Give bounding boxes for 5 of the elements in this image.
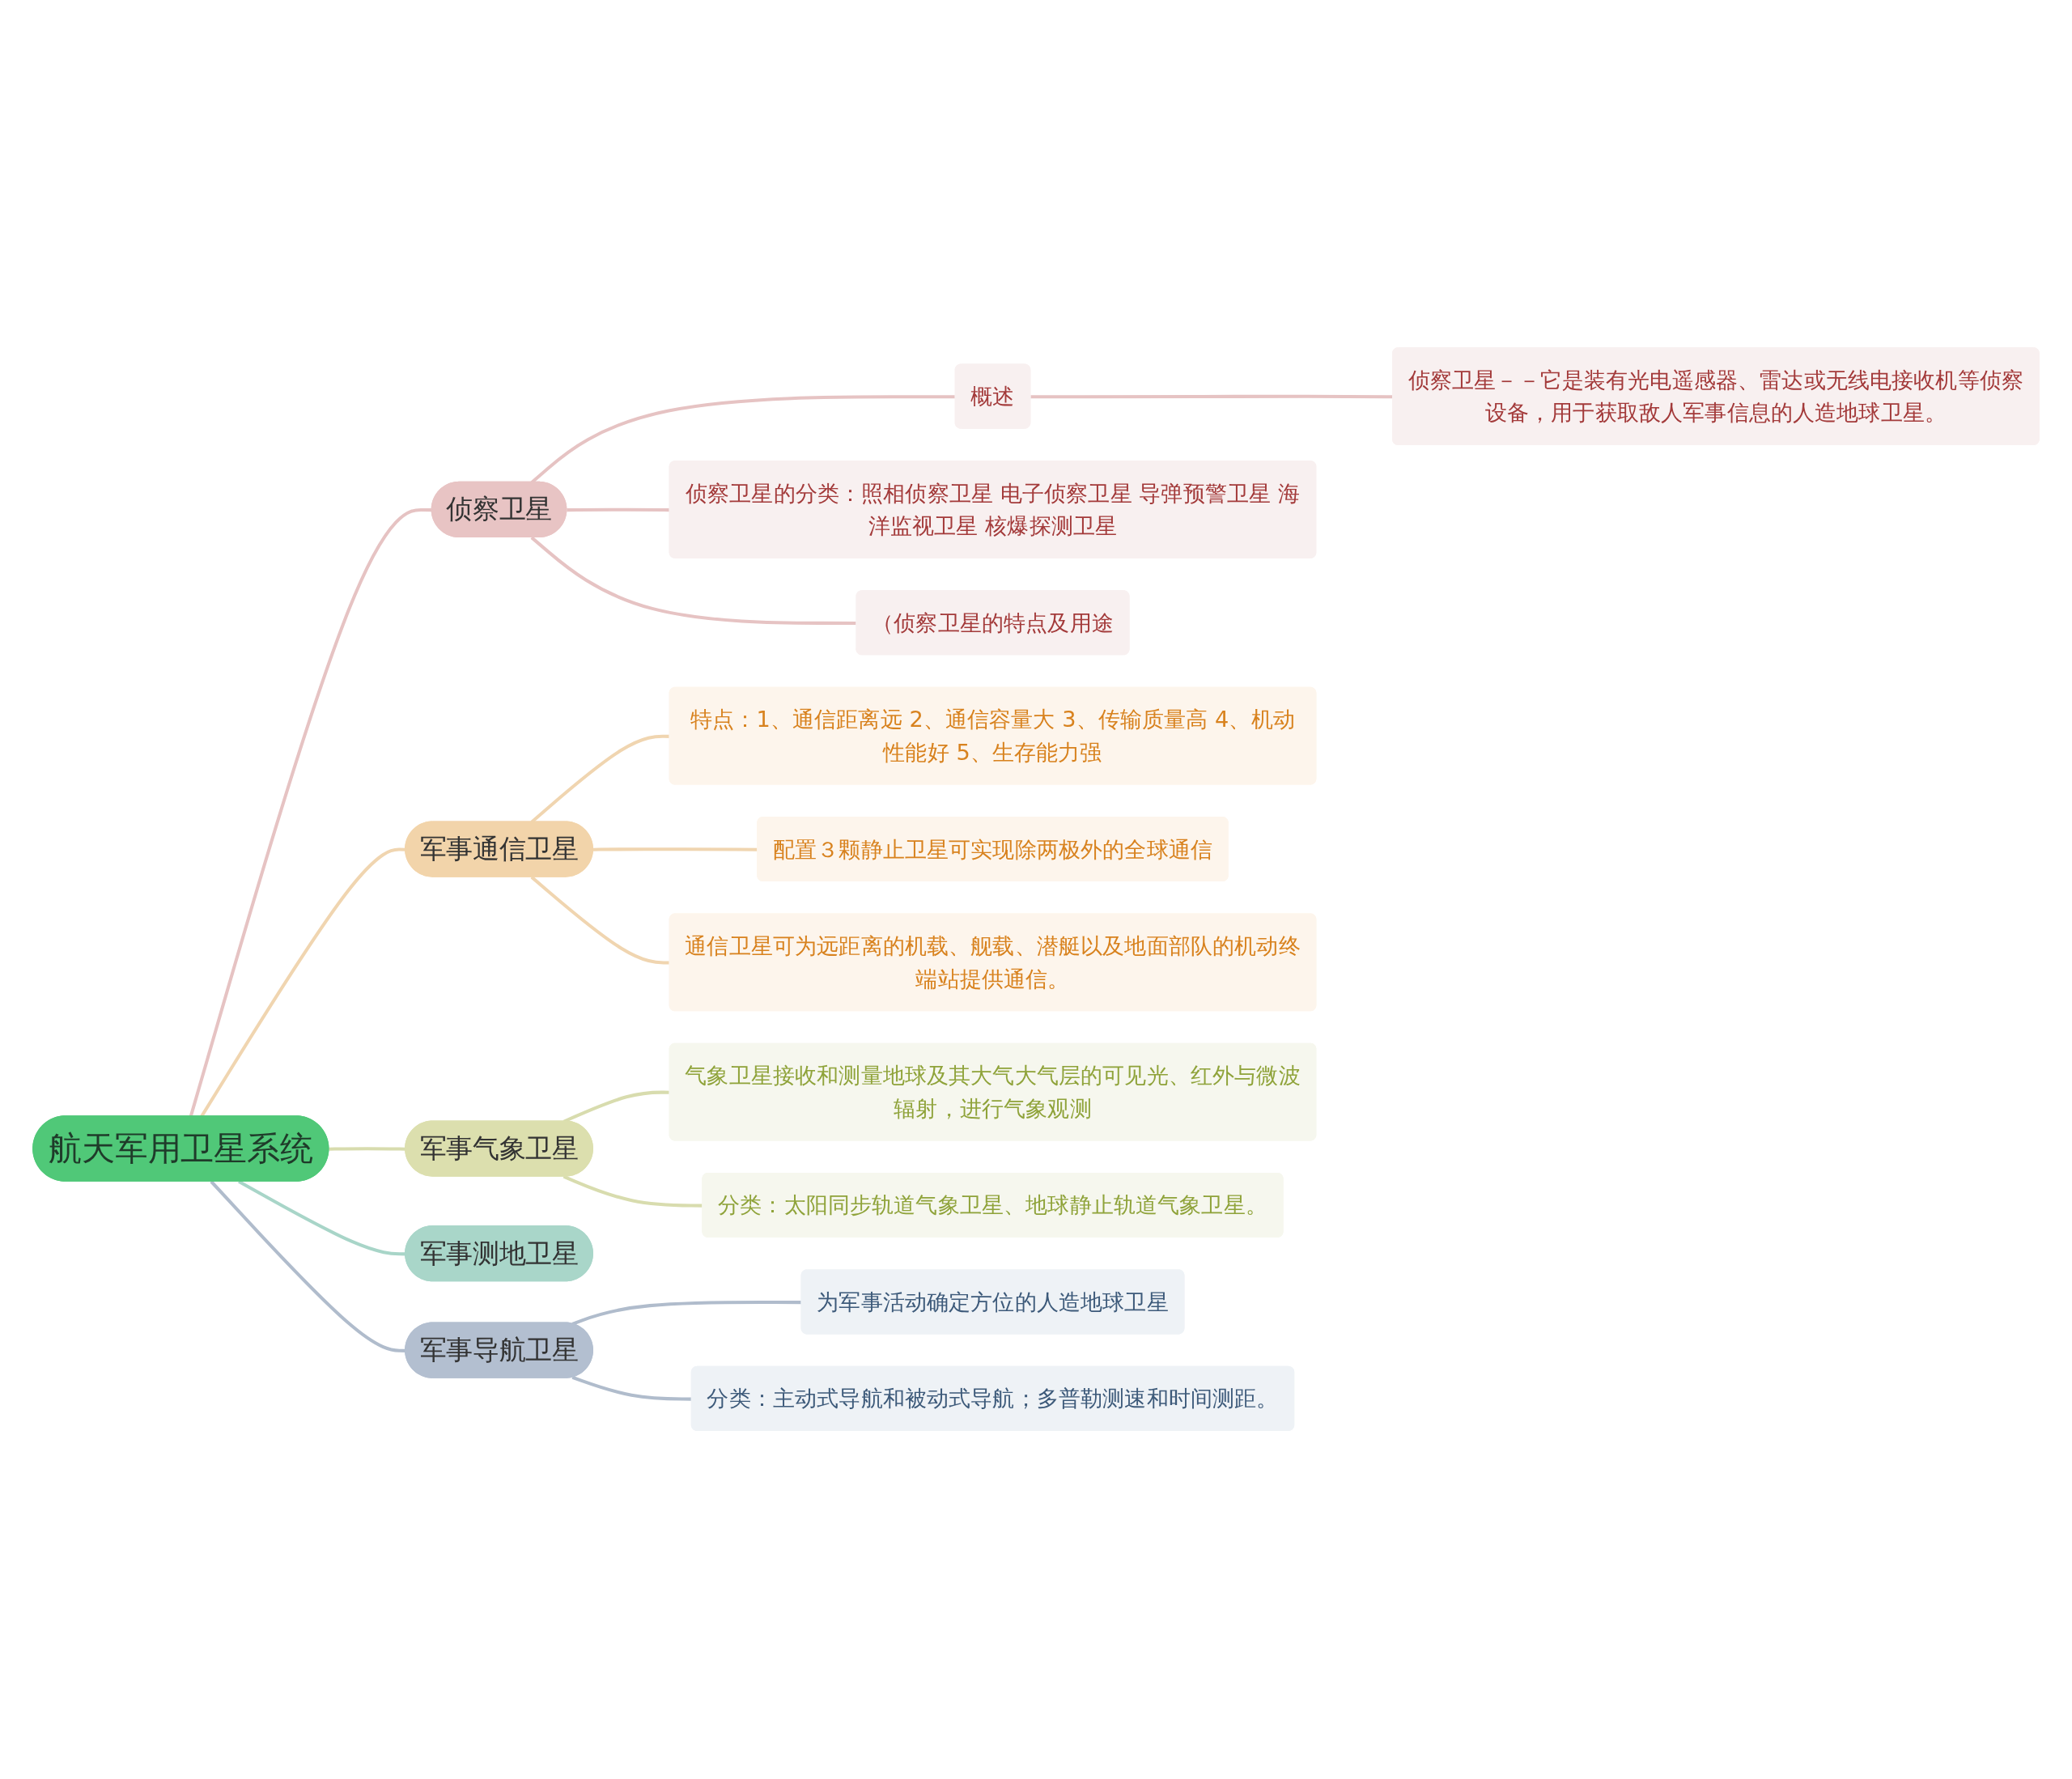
connector (563, 1175, 703, 1208)
connector (567, 508, 670, 512)
connector (571, 1301, 802, 1327)
connector (530, 536, 857, 626)
connector (530, 876, 670, 965)
